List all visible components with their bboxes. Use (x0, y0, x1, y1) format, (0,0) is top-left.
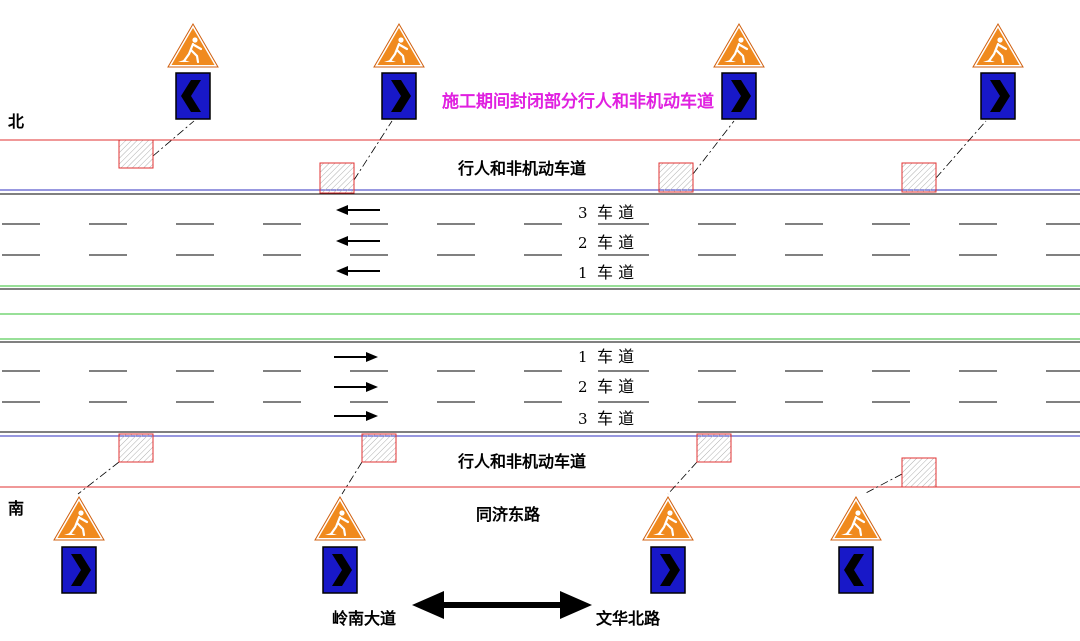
closure-box (658, 162, 694, 193)
chevron-left-icon (175, 72, 211, 120)
road-work-warning-icon (372, 22, 426, 69)
closure-box (118, 139, 154, 169)
traffic-arrow-icon (334, 352, 378, 362)
south-label: 南 (8, 499, 24, 518)
closure-zones (118, 139, 937, 488)
direction-left-label: 岭南大道 (332, 609, 396, 628)
closure-note: 施工期间封闭部分行人和非机动车道 (442, 91, 714, 112)
traffic-arrow-icon (336, 266, 380, 276)
closure-box (361, 433, 397, 463)
chevron-right-icon (980, 72, 1016, 120)
chevron-right-icon (650, 546, 686, 594)
chevron-right-icon (61, 546, 97, 594)
north-label: 北 (8, 112, 24, 131)
lane-number: 2 (578, 234, 588, 252)
lane-text: 车 道 (597, 203, 634, 222)
road-name: 同济东路 (476, 505, 541, 524)
chevron-right-icon (381, 72, 417, 120)
lane-dividers (2, 223, 1080, 403)
lane-text: 车 道 (597, 409, 634, 428)
road-work-warning-icon (166, 22, 220, 69)
traffic-arrows-eastbound (334, 352, 378, 421)
chevron-right-icon (721, 72, 757, 120)
closure-box (118, 433, 154, 463)
lane-text: 车 道 (597, 263, 634, 282)
closure-box (696, 433, 732, 463)
closure-box (319, 162, 355, 194)
traffic-arrows-westbound (336, 205, 380, 276)
road-work-warning-icon (641, 495, 695, 542)
lane-labels-south: 1 车 道 2 车 道 3 车 道 (578, 347, 634, 428)
road-lines (0, 139, 1080, 488)
chevron-right-icon (322, 546, 358, 594)
lane-text: 车 道 (597, 233, 634, 252)
traffic-arrow-icon (336, 205, 380, 215)
traffic-arrow-icon (334, 411, 378, 421)
closure-box (901, 457, 937, 488)
lane-number: 1 (578, 348, 588, 366)
lane-number: 3 (578, 410, 588, 428)
road-work-warning-icon (712, 22, 766, 69)
chevron-left-icon (838, 546, 874, 594)
closure-box (901, 162, 937, 193)
road-work-warning-icon (313, 495, 367, 542)
road-work-warning-icon (52, 495, 106, 542)
double-arrow-icon (412, 591, 592, 619)
lane-text: 车 道 (597, 347, 634, 366)
traffic-arrow-icon (334, 382, 378, 392)
lane-text: 车 道 (597, 377, 634, 396)
lane-label-underlines (598, 223, 646, 403)
lane-labels-north: 3 车 道 2 车 道 1 车 道 (578, 203, 634, 282)
road-work-warning-icon (971, 22, 1025, 69)
lane-number: 3 (578, 204, 588, 222)
lane-number: 2 (578, 378, 588, 396)
traffic-arrow-icon (336, 236, 380, 246)
signs-south (52, 495, 883, 594)
road-work-warning-icon (829, 495, 883, 542)
direction-right-label: 文华北路 (596, 609, 661, 628)
lane-number: 1 (578, 264, 588, 282)
leader-lines (77, 120, 987, 495)
sidewalk-south-label: 行人和非机动车道 (457, 452, 586, 471)
sidewalk-north-label: 行人和非机动车道 (457, 159, 586, 178)
